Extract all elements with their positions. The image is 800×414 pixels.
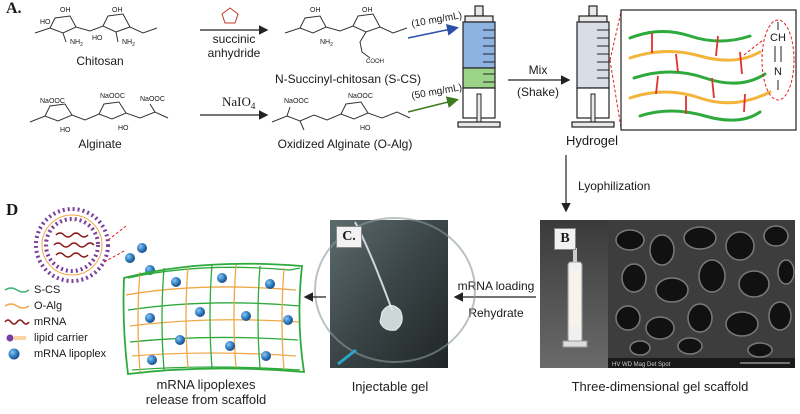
legend-mrna-label: mRNA	[34, 316, 67, 328]
arrow-scs-to-syringe	[407, 23, 459, 39]
alginate-label: Alginate	[78, 137, 122, 151]
panelC-dish-rim	[314, 217, 476, 363]
oalg-structure	[271, 101, 411, 131]
chitosan-structure	[34, 13, 158, 43]
chitosan-nh2-1: NH2	[70, 39, 83, 48]
panelC-letter: C.	[336, 226, 362, 248]
conc-10: (10 mg/mL)	[411, 10, 463, 30]
panelC-blue-mark	[337, 348, 357, 366]
panelB-caption: Three-dimensional gel scaffold	[571, 379, 749, 394]
arrow-oalg-to-syringe	[407, 96, 459, 113]
network-zoom-box	[620, 9, 797, 131]
mrna-loading-label: mRNA loading	[458, 279, 535, 293]
oalg-ho: HO	[360, 125, 371, 132]
legend-scs-label: S-CS	[34, 284, 61, 296]
lipoplex-zoom-line2	[103, 249, 127, 263]
oalg-naooc2: NaOOC	[348, 93, 373, 100]
chitosan-oh2: OH	[112, 7, 123, 14]
mix-label: Mix	[529, 63, 548, 77]
panelB-letter: B	[554, 228, 576, 250]
hydrogel-syringe	[571, 5, 615, 128]
chitosan-label: Chitosan	[76, 54, 123, 68]
alginate-ho1: HO	[60, 127, 71, 134]
zoom-line-top	[609, 11, 622, 61]
legend-lipid: lipid carrier	[4, 331, 88, 345]
scs-label: N-Succinyl-chitosan (S-CS)	[275, 72, 421, 86]
panelD-caption-line2: release from scaffold	[145, 392, 267, 407]
panelD-caption-line1: mRNA lipoplexes	[156, 377, 256, 392]
reagent-naio4: NaIO4	[222, 94, 256, 111]
alginate-structure	[29, 101, 169, 123]
chitosan-oh1: OH	[60, 7, 71, 14]
free-lipoplexes	[125, 243, 155, 275]
lipoplex-liposome	[34, 207, 110, 283]
hydrogel-label: Hydrogel	[566, 133, 618, 148]
scaffold-outline	[122, 262, 306, 376]
zoom-line-bottom	[609, 59, 622, 129]
legend-oalg-label: O-Alg	[34, 300, 63, 312]
legend-scs-swatch	[4, 287, 30, 293]
syringe-components	[457, 5, 501, 128]
panelD-letter: D	[6, 200, 19, 219]
legend-lipid-label: lipid carrier	[34, 332, 88, 344]
legend-lipoplex-label: mRNA lipoplex	[34, 348, 107, 360]
legend-lipoplex: mRNA lipoplex	[4, 347, 106, 361]
alginate-naooc1: NaOOC	[40, 98, 65, 105]
legend-oalg-swatch	[4, 303, 30, 309]
succinic-anhydride-ring	[221, 7, 239, 24]
scaffold-mesh	[125, 263, 301, 373]
panelB-sem-infobar	[608, 358, 795, 368]
oalg-label: Oxidized Alginate (O-Alg)	[278, 137, 413, 151]
crosslink-zoom-line	[743, 39, 764, 56]
panelA-letter: A.	[6, 0, 22, 17]
scs-oh2: OH	[362, 7, 373, 14]
network-crosslinks	[651, 33, 746, 114]
panelB-sem-pores	[615, 225, 795, 358]
legend-mrna-swatch	[4, 319, 30, 325]
reagent-succinic: succinic	[213, 32, 256, 46]
rehydrate-label: Rehydrate	[468, 306, 524, 320]
legend-scs: S-CS	[4, 283, 60, 297]
crosslink-ch: CH	[770, 32, 786, 44]
chitosan-ho2: HO	[92, 35, 103, 42]
alginate-naooc3: NaOOC	[140, 96, 165, 103]
alginate-ho2: HO	[118, 125, 129, 132]
chitosan-ho1: HO	[40, 19, 51, 26]
legend-mrna: mRNA	[4, 315, 66, 329]
scaffold-lipoplexes	[145, 273, 293, 365]
panelB-sem-info: HV WD Mag Det Spot	[612, 362, 671, 368]
legend-lipoplex-swatch	[8, 348, 20, 360]
scs-cooh: COOH	[366, 59, 384, 65]
reagent-anhydride: anhydride	[208, 46, 261, 60]
chitosan-nh2-2: NH2	[122, 39, 135, 48]
crosslink-ellipse	[761, 19, 795, 101]
scs-structure	[284, 13, 408, 59]
scs-oh1: OH	[310, 7, 321, 14]
network-chains	[628, 30, 772, 122]
scs-nh2: NH2	[320, 39, 333, 48]
shake-label: (Shake)	[517, 85, 559, 99]
alginate-naooc2: NaOOC	[100, 93, 125, 100]
panelB-syringe	[562, 248, 588, 348]
panelC-caption: Injectable gel	[351, 379, 429, 394]
lyophilization-label: Lyophilization	[578, 179, 650, 193]
lipoplex-zoom-line1	[107, 225, 127, 241]
crosslink-n: N	[774, 66, 782, 78]
oalg-naooc1: NaOOC	[284, 98, 309, 105]
legend-oalg: O-Alg	[4, 299, 62, 313]
legend-lipid-swatch	[6, 334, 26, 342]
panelC-gel-drop	[379, 305, 403, 331]
